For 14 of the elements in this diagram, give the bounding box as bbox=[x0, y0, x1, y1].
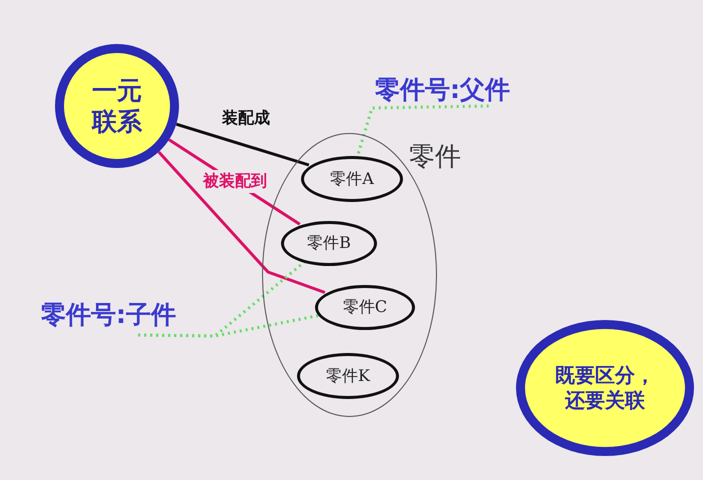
part-ellipse: 零件B bbox=[281, 221, 377, 266]
relation-circle: 既要区分，还要关联 bbox=[516, 320, 694, 456]
part-ellipse: 零件A bbox=[301, 156, 403, 202]
edge-label: 装配成 bbox=[222, 108, 270, 129]
leader-line bbox=[138, 314, 318, 338]
set-heading: 零件 bbox=[409, 141, 461, 174]
key-label: 零件号:父件 bbox=[360, 72, 525, 106]
connector-line bbox=[176, 122, 310, 166]
connector-line bbox=[158, 150, 326, 294]
relation-circle: 一元联系 bbox=[55, 44, 179, 168]
part-ellipse: 零件K bbox=[297, 353, 399, 399]
part-ellipse: 零件C bbox=[315, 285, 415, 330]
leader-line bbox=[356, 104, 489, 156]
key-label: 零件号:子件 bbox=[26, 297, 191, 331]
